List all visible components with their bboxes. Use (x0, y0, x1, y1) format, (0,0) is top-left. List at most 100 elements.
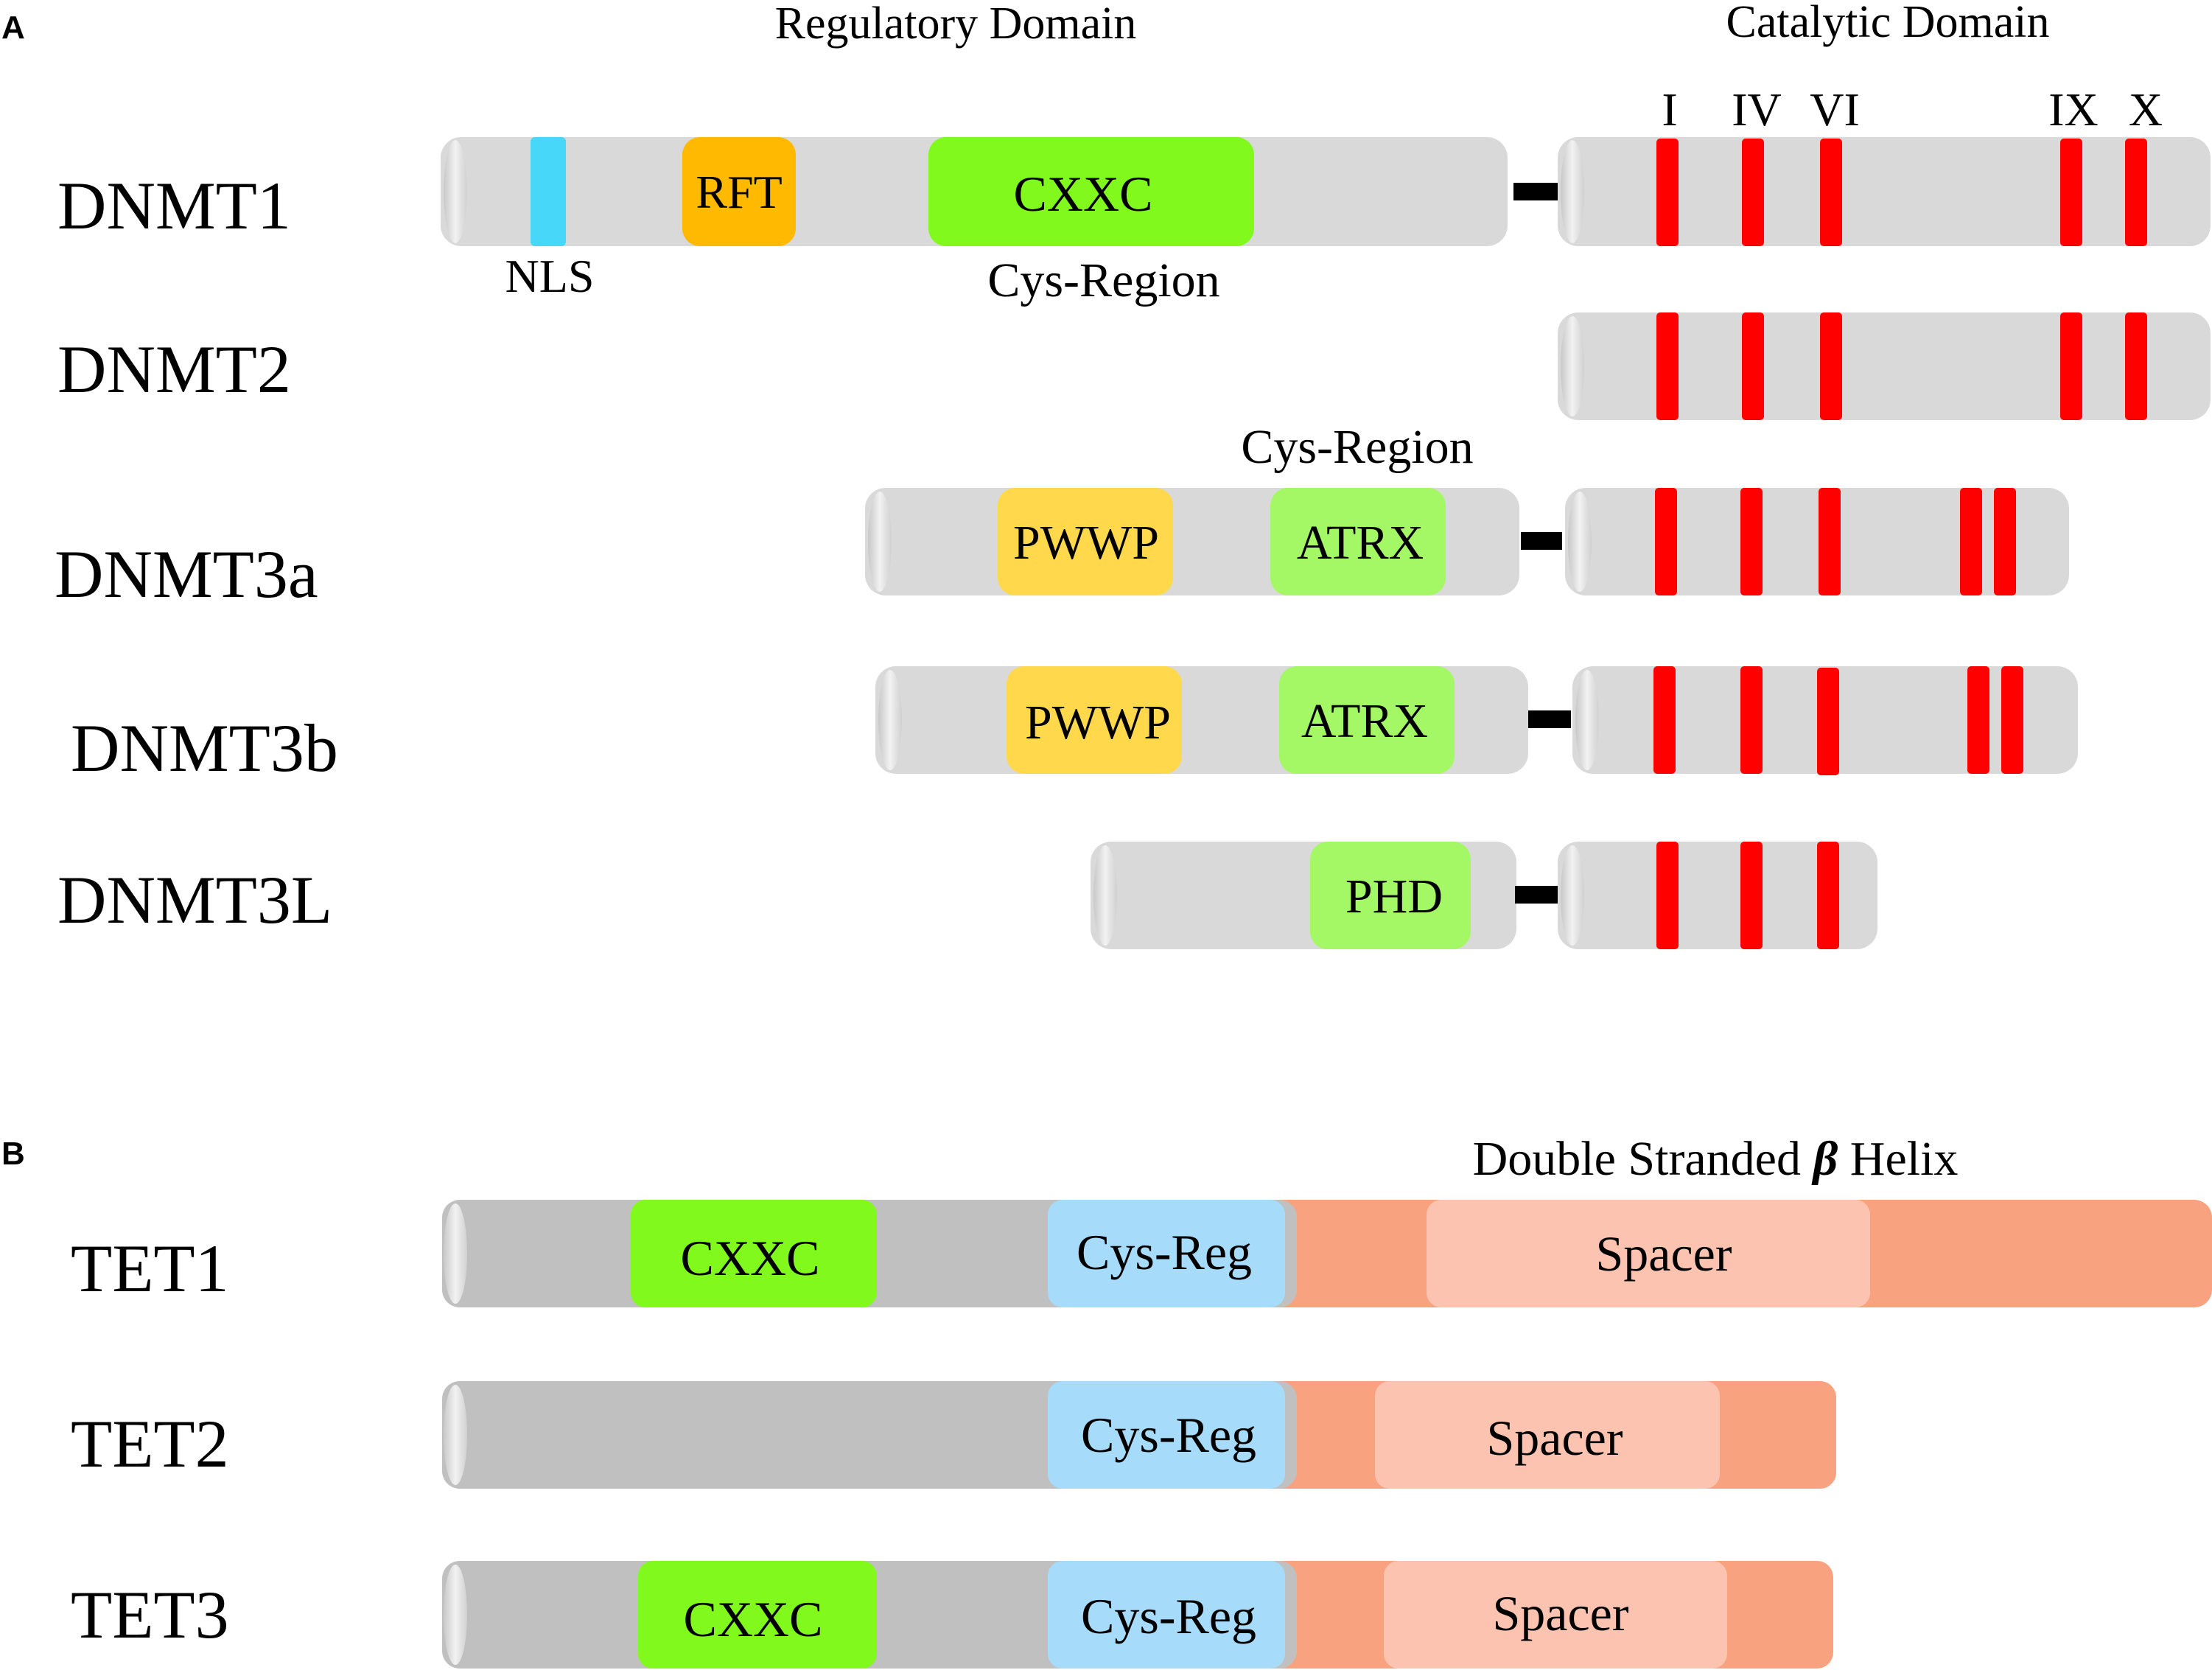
backbone-end-cap (1561, 316, 1584, 416)
spacer-region (1427, 1200, 1870, 1307)
atrx-label: ATRX (1297, 516, 1424, 570)
dsbh-header-pre: Double Stranded (1473, 1132, 1813, 1186)
dnmt3l-catalytic-backbone (1558, 842, 1877, 949)
tet2-row: TET2 Cys-Reg Spacer (71, 1381, 1836, 1489)
pwwp-label: PWWP (1013, 516, 1159, 570)
regulatory-domain-header: Regulatory Domain (775, 0, 1137, 49)
pwwp-label: PWWP (1025, 696, 1171, 750)
backbone-end-cap (1568, 492, 1592, 592)
nls-label: NLS (505, 250, 595, 302)
motif-i-bar (1655, 488, 1677, 595)
motif-i-bar (1653, 666, 1676, 774)
pwwp-domain (998, 488, 1173, 595)
cys-reg-domain (1048, 1381, 1285, 1489)
protein-name-dnmt2: DNMT2 (57, 332, 291, 407)
catalytic-domain-header: Catalytic Domain (1726, 0, 2049, 47)
protein-name-dnmt1: DNMT1 (57, 168, 291, 243)
spacer-region (1375, 1381, 1720, 1489)
linker (1515, 886, 1559, 904)
motif-x-bar (2001, 666, 2023, 774)
cys-region-label: Cys-Region (1241, 420, 1473, 474)
protein-name-dnmt3l: DNMT3L (57, 862, 332, 937)
motif-iv-bar (1740, 842, 1763, 949)
dnmt3l-row: DNMT3L PHD (57, 842, 1877, 949)
dnmt2-row: DNMT2 (57, 312, 2211, 420)
cxxc-domain (638, 1561, 877, 1669)
motif-label-x: X (2129, 83, 2163, 136)
cys-reg-label: Cys-Reg (1077, 1224, 1252, 1280)
spacer-label: Spacer (1492, 1585, 1628, 1641)
protein-name-tet2: TET2 (71, 1406, 229, 1481)
motif-label-i: I (1662, 83, 1677, 136)
backbone-end-cap (1561, 845, 1584, 946)
backbone-end-cap (444, 1565, 467, 1665)
backbone-end-cap (868, 492, 892, 592)
dnmt3b-row: DNMT3b PWWP ATRX (71, 666, 2078, 786)
backbone-end-cap (444, 140, 467, 243)
dnmt3a-catalytic-backbone (1565, 488, 2069, 595)
dnmt3a-row: Cys-Region DNMT3a PWWP ATRX (55, 420, 2069, 612)
motif-vi-bar (1819, 488, 1841, 595)
motif-i-bar (1656, 139, 1679, 246)
cys-reg-label: Cys-Reg (1081, 1588, 1256, 1644)
dnmt1-catalytic-backbone (1558, 137, 2211, 246)
atrx-label: ATRX (1301, 694, 1428, 748)
motif-x-bar (1994, 488, 2016, 595)
motif-ix-bar (1960, 488, 1982, 595)
motif-i-bar (1656, 842, 1679, 949)
motif-ix-bar (2060, 312, 2082, 420)
motif-vi-bar (1817, 668, 1839, 775)
motif-iv-bar (1742, 139, 1764, 246)
backbone-end-cap (1561, 140, 1584, 243)
motif-vi-bar (1820, 312, 1842, 420)
linker (1513, 183, 1558, 200)
backbone-end-cap (878, 670, 902, 770)
nls-domain (531, 137, 566, 246)
backbone-end-cap (444, 1385, 467, 1485)
dnmt2-catalytic-backbone (1558, 312, 2211, 420)
motif-vi-bar (1817, 842, 1839, 949)
tet1-row: TET1 CXXC Cys-Reg Spacer (71, 1200, 2212, 1307)
rft-label: RFT (696, 166, 782, 218)
cxxc-label: CXXC (684, 1591, 823, 1647)
cxxc-label: CXXC (681, 1230, 820, 1286)
motif-vi-bar (1820, 139, 1842, 246)
protein-name-tet1: TET1 (71, 1231, 229, 1306)
cys-region-label: Cys-Region (987, 254, 1219, 307)
phd-domain (1310, 842, 1471, 949)
spacer-label: Spacer (1486, 1410, 1623, 1466)
motif-ix-bar (2060, 139, 2082, 246)
tet3-row: TET3 CXXC Cys-Reg Spacer (71, 1561, 1833, 1669)
cxxc-domain (928, 137, 1254, 246)
motif-ix-bar (1967, 666, 1989, 774)
backbone-end-cap (1575, 670, 1599, 770)
pwwp-domain (1007, 666, 1182, 774)
motif-x-bar (2125, 312, 2147, 420)
cys-reg-domain (1048, 1561, 1285, 1669)
dnmt1-row: DNMT1 NLS RFT CXXC Cys-Region (57, 137, 2211, 307)
rft-domain (682, 137, 796, 246)
motif-label-vi: VI (1810, 83, 1860, 136)
backbone-end-cap (1093, 845, 1117, 946)
motif-iv-bar (1740, 488, 1763, 595)
panel-b-letter: B (1, 1136, 25, 1172)
cys-reg-domain (1048, 1200, 1285, 1307)
motif-i-bar (1656, 312, 1679, 420)
dsbh-header-post: Helix (1838, 1132, 1958, 1186)
atrx-domain (1270, 488, 1446, 595)
protein-name-tet3: TET3 (71, 1577, 229, 1652)
cys-reg-label: Cys-Reg (1081, 1407, 1256, 1463)
panel-a-letter: A (1, 10, 25, 46)
backbone-end-cap (444, 1203, 467, 1304)
linker (1521, 532, 1562, 550)
beta-symbol: β (1810, 1132, 1838, 1186)
protein-name-dnmt3a: DNMT3a (55, 537, 318, 612)
cxxc-domain (631, 1200, 877, 1307)
atrx-domain (1279, 666, 1455, 774)
spacer-region (1384, 1561, 1727, 1669)
dsbh-header: Double Stranded β Helix (1473, 1132, 1959, 1186)
motif-x-bar (2125, 139, 2147, 246)
phd-label: PHD (1345, 870, 1443, 923)
motif-iv-bar (1742, 312, 1764, 420)
